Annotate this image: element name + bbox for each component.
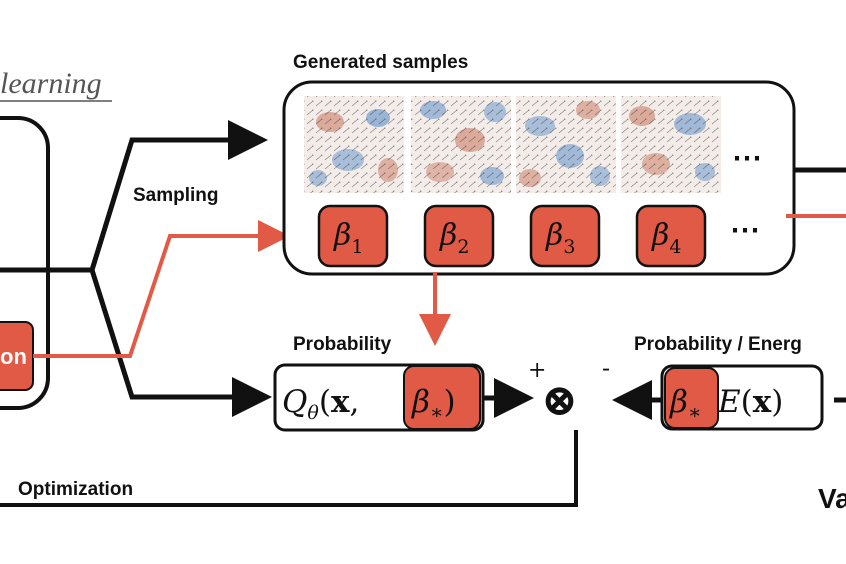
sample-image-2 <box>411 96 511 193</box>
sampling-label: Sampling <box>133 185 219 206</box>
q-beta: β∗) <box>411 384 456 424</box>
beta-4-subscript: 4 <box>669 236 681 258</box>
red-flow-arrow <box>33 220 290 358</box>
e-beta-highlight <box>664 367 719 429</box>
samples-ellipsis-top: ⋯ <box>732 142 762 175</box>
q-comma: , <box>349 384 359 420</box>
learning-heading: learning <box>0 67 102 100</box>
beta-1-subscript: 1 <box>351 236 363 258</box>
q-beta-highlight <box>403 365 481 430</box>
combiner-plus: + <box>528 358 546 383</box>
e-open-paren: ( <box>741 384 753 420</box>
left-model-box <box>0 116 50 410</box>
e-beta-subscript: ∗ <box>688 400 702 424</box>
e-beta-symbol: β <box>669 384 688 420</box>
sample-image-4 <box>621 96 721 193</box>
beta-2-subscript: 2 <box>457 236 469 258</box>
e-beta: β∗ <box>669 384 702 424</box>
q-func: Q <box>282 384 307 420</box>
q-close-paren: ) <box>444 384 456 420</box>
q-expression: Qθ(x, <box>282 384 359 424</box>
q-func-subscript: θ <box>307 402 319 424</box>
q-x: x <box>331 384 350 420</box>
beta-box-2: β2 <box>423 204 495 268</box>
e-expression: E(x) <box>717 384 783 420</box>
lower-flow-arrow <box>89 269 272 417</box>
beta-box-4: β4 <box>635 204 707 268</box>
q-beta-subscript: ∗ <box>430 400 444 424</box>
sample-image-3 <box>516 96 616 193</box>
svg-text:β2: β2 <box>439 218 469 258</box>
svg-text:β1: β1 <box>333 218 363 258</box>
svg-text:β4: β4 <box>651 218 681 258</box>
beta-2-symbol: β <box>439 218 457 253</box>
beta-box-1: β1 <box>317 204 389 268</box>
sampling-arrow <box>89 120 268 271</box>
corner-fragment-text: Va <box>818 483 846 514</box>
combiner-otimes: ⊗ <box>541 375 578 426</box>
generated-samples-title: Generated samples <box>293 52 468 73</box>
e-close-paren: ) <box>771 384 783 420</box>
beta-3-symbol: β <box>545 218 563 253</box>
sample-image-1 <box>304 96 404 193</box>
svg-text:β3: β3 <box>545 218 575 258</box>
q-beta-symbol: β <box>411 384 430 420</box>
e-func: E <box>717 384 741 420</box>
combiner-minus: - <box>602 354 610 382</box>
probability-label: Probability <box>293 334 392 355</box>
optimization-label: Optimization <box>18 479 133 500</box>
beta-3-subscript: 3 <box>563 236 575 258</box>
beta-box-3: β3 <box>529 204 601 268</box>
e-x: x <box>753 384 772 420</box>
left-red-box-label: on <box>0 344 27 369</box>
beta-1-symbol: β <box>333 218 351 253</box>
beta-4-symbol: β <box>651 218 669 253</box>
q-open-paren: ( <box>319 384 331 420</box>
optimization-feedback-line <box>0 430 578 507</box>
probability-energy-label: Probability / Energ <box>634 334 802 355</box>
samples-ellipsis-bottom: ⋯ <box>730 214 760 247</box>
